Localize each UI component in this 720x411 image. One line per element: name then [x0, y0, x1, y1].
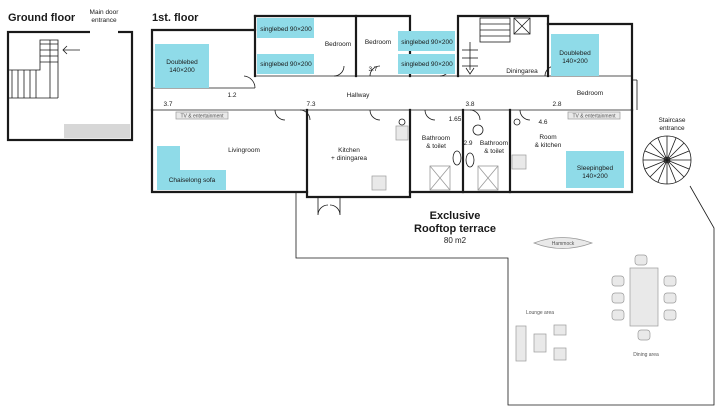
doublebed-left — [155, 44, 209, 88]
terrace-title-line2: Rooftop terrace — [414, 223, 496, 235]
bath2-sink — [472, 124, 484, 136]
bath1-sink — [395, 125, 409, 141]
bath2-shower — [477, 165, 499, 191]
tv-unit-right — [567, 111, 621, 120]
room-bath2-line1: Bathroom — [480, 140, 508, 147]
beds: Doublebed 140×200 singlebed 90×200 singl… — [155, 18, 624, 190]
dim-3-7-left: 3.7 — [163, 101, 172, 108]
chaiselong-sofa — [157, 146, 226, 190]
room-bedroom-right: Bedroom — [577, 90, 603, 97]
room-kitchen-line1: Kitchen — [338, 147, 360, 154]
sleepingbed-size: 140×200 — [582, 173, 608, 180]
room-kitchen-line2: + diningarea — [331, 155, 367, 162]
dining-chair — [611, 309, 625, 321]
sleepingbed — [566, 151, 624, 188]
doublebed-right-size: 140×200 — [562, 58, 588, 65]
fixtures — [371, 118, 527, 191]
dining-chair — [663, 292, 677, 304]
room-bath1-line2: & toilet — [426, 143, 446, 150]
terrace-title-line1: Exclusive — [430, 210, 481, 222]
doublebed-left-size: 140×200 — [169, 67, 195, 74]
chaiselong-sofa-label: Chaiselong sofa — [169, 177, 216, 184]
tv-unit-left — [175, 111, 229, 120]
singlebed-4-label: singlebed 90×200 — [401, 61, 453, 68]
rooftop-terrace: Exclusive Rooftop terrace 80 m2 Hammock … — [295, 185, 715, 406]
tv-units: TV & entertainment TV & entertainment — [175, 111, 621, 120]
tv-label-left: TV & entertainment — [180, 114, 224, 120]
dim-1-65: 1.65 — [449, 116, 462, 123]
kitchen-sink — [371, 175, 387, 191]
room-kitchen-room-line2: & kitchen — [535, 142, 562, 149]
singlebed-4 — [398, 54, 455, 74]
main-door-label-line2: entrance — [91, 17, 117, 24]
staircase-entrance: Staircase entrance — [642, 117, 692, 185]
room-kitchen-room-line1: Room — [539, 134, 556, 141]
singlebed-2-label: singlebed 90×200 — [260, 61, 312, 68]
main-door-label-line1: Main door — [90, 9, 120, 16]
dining-chair — [663, 309, 677, 321]
bath1-shower — [429, 165, 451, 191]
dimension-labels: 1.2 3.7 3.7 7.3 3.8 2.8 1.65 2.9 4.6 — [163, 66, 561, 147]
tv-label-right: TV & entertainment — [572, 114, 616, 120]
ground-floor-heading: Ground floor — [8, 12, 76, 24]
first-floor-heading: 1st. floor — [152, 12, 199, 24]
dim-3-8: 3.8 — [465, 101, 474, 108]
singlebed-3 — [398, 31, 455, 51]
dining-chair — [611, 292, 625, 304]
dining-chair — [634, 254, 648, 266]
room-kitchen-sink — [511, 154, 527, 170]
room-hallway: Hallway — [347, 92, 371, 99]
upper-stairs — [462, 17, 531, 75]
dining-chair — [637, 329, 651, 341]
doublebed-left-label: Doublebed — [166, 59, 198, 66]
fan-icon-2 — [513, 118, 521, 126]
singlebed-3-label: singlebed 90×200 — [401, 39, 453, 46]
ground-floor-storage — [64, 124, 130, 138]
arrow-left-icon — [62, 45, 80, 55]
dining-chair — [611, 275, 625, 287]
sleepingbed-label: Sleepingbed — [577, 165, 614, 172]
staircase-label-line1: Staircase — [658, 117, 685, 124]
room-livingroom: Livingroom — [228, 147, 260, 154]
bath1-toilet — [452, 150, 462, 166]
dim-1-2: 1.2 — [227, 92, 236, 99]
singlebed-1 — [257, 18, 314, 38]
room-diningarea: Diningarea — [506, 68, 538, 75]
dim-7-3: 7.3 — [306, 101, 315, 108]
ground-floor: Ground floor Main door entrance — [6, 9, 134, 142]
doublebed-right — [551, 34, 599, 76]
room-bath2-line2: & toilet — [484, 148, 504, 155]
dim-4-6: 4.6 — [538, 119, 547, 126]
room-labels: Bedroom Bedroom Diningarea Bedroom Hallw… — [228, 39, 603, 162]
lounge-table — [533, 333, 547, 353]
dining-table — [629, 267, 659, 327]
bath2-toilet — [465, 152, 475, 168]
lounge-chair-2 — [553, 347, 567, 361]
lounge-label: Lounge area — [526, 310, 554, 316]
terrace-area: 80 m2 — [444, 236, 467, 245]
lounge-sofa — [515, 325, 527, 362]
dining-chair — [663, 275, 677, 287]
first-floor-walls — [150, 14, 638, 199]
ground-floor-outline — [6, 30, 134, 142]
room-bedroom-mid: Bedroom — [365, 39, 391, 46]
staircase-label-line2: entrance — [659, 125, 685, 132]
dim-2-9: 2.9 — [463, 140, 472, 147]
dim-2-8: 2.8 — [552, 101, 561, 108]
ground-stairs — [8, 39, 59, 99]
fan-icon — [398, 118, 406, 126]
room-bath1-line1: Bathroom — [422, 135, 450, 142]
hammock-label: Hammock — [552, 241, 575, 247]
lounge-chair-1 — [553, 324, 567, 336]
singlebed-1-label: singlebed 90×200 — [260, 26, 312, 33]
dining-label: Dining area — [633, 352, 659, 358]
singlebed-2 — [257, 54, 314, 74]
hammock — [533, 237, 594, 249]
doublebed-right-label: Doublebed — [559, 50, 591, 57]
dim-3-7-mid: 3.7 — [368, 66, 377, 73]
room-bedroom-left: Bedroom — [325, 41, 351, 48]
